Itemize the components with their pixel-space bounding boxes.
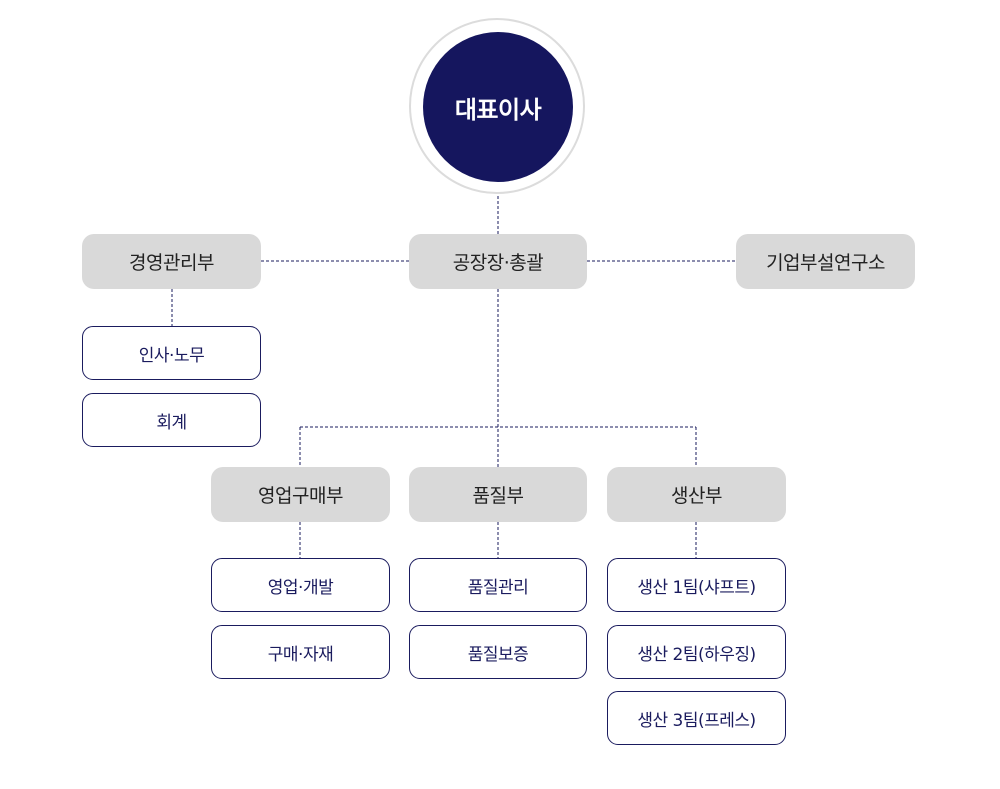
team-sales-development: 영업·개발 <box>211 558 390 612</box>
dept-research: 기업부설연구소 <box>736 234 915 289</box>
team-quality-assurance: 품질보증 <box>409 625 587 679</box>
team-production-3: 생산 3팀(프레스) <box>607 691 786 745</box>
team-sales-purchasing: 구매·자재 <box>211 625 390 679</box>
dept-quality: 품질부 <box>409 467 587 522</box>
team-management-hr: 인사·노무 <box>82 326 261 380</box>
dept-production: 생산부 <box>607 467 786 522</box>
ceo-node: 대표이사 <box>423 32 573 182</box>
team-production-2: 생산 2팀(하우징) <box>607 625 786 679</box>
team-quality-control: 품질관리 <box>409 558 587 612</box>
dept-sales: 영업구매부 <box>211 467 390 522</box>
dept-factory: 공장장·총괄 <box>409 234 587 289</box>
team-management-accounting: 회계 <box>82 393 261 447</box>
team-production-1: 생산 1팀(샤프트) <box>607 558 786 612</box>
dept-management: 경영관리부 <box>82 234 261 289</box>
